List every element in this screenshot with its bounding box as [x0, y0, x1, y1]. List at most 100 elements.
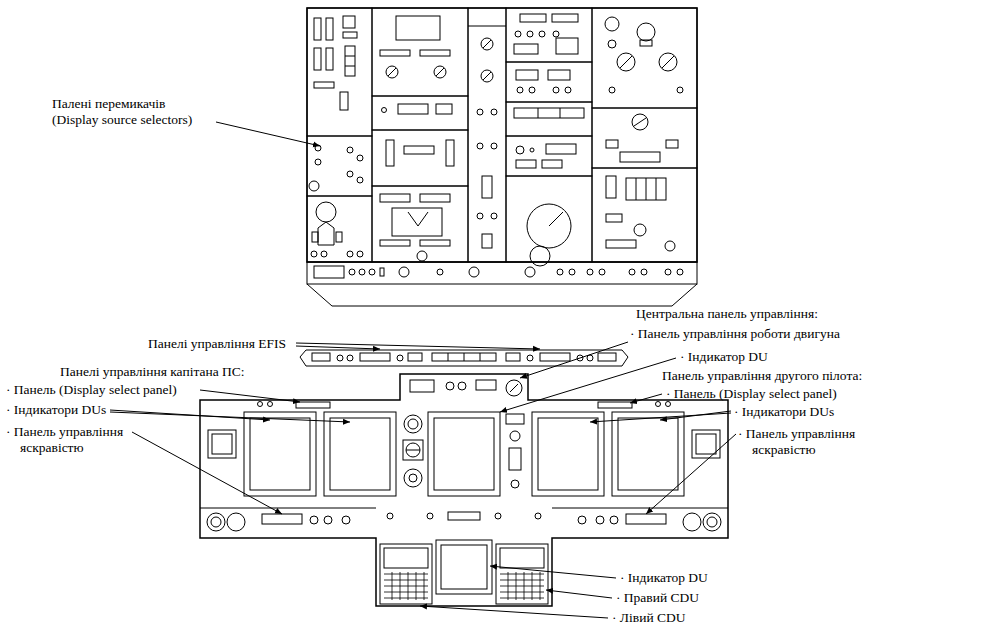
main-instrument-panel — [207, 513, 225, 531]
overhead-panel — [386, 66, 398, 78]
overhead-panel — [608, 40, 616, 48]
overhead-panel — [314, 18, 321, 40]
overhead-panel — [347, 147, 353, 153]
overhead-panel — [620, 56, 674, 68]
overhead-panel — [606, 214, 622, 222]
main-instrument-panel — [703, 513, 721, 531]
main-instrument-panel — [268, 402, 273, 407]
overhead-panel — [640, 40, 652, 46]
overhead-panel — [315, 159, 321, 165]
main-instrument-panel — [506, 380, 522, 396]
overhead-panel — [592, 8, 697, 108]
overhead-panel — [605, 17, 619, 31]
overhead-panel — [343, 16, 355, 28]
overhead-panel — [345, 46, 355, 76]
efis-panel — [464, 353, 465, 361]
efis-panel — [587, 355, 593, 361]
overhead-panel — [632, 114, 648, 130]
main-instrument-panel — [696, 434, 716, 454]
main-instrument-panel — [427, 513, 433, 519]
overhead-panel — [345, 66, 355, 67]
efis-panel — [527, 355, 533, 361]
efis-panel — [480, 353, 481, 361]
main-instrument-panel — [441, 545, 487, 589]
overhead-panel — [634, 224, 646, 236]
overhead-panel — [357, 155, 363, 161]
overhead-panel — [477, 143, 483, 149]
overhead-panel — [372, 130, 468, 186]
overhead-panel — [314, 48, 321, 70]
efis-panel — [540, 353, 570, 361]
overhead-panel — [515, 31, 521, 37]
overhead-panel — [477, 109, 483, 115]
overhead-panel — [336, 232, 342, 242]
efis-panel — [506, 353, 520, 361]
main-instrument-panel — [428, 412, 500, 496]
overhead-panel — [380, 50, 410, 56]
overhead-panel — [483, 72, 491, 80]
main-instrument-panel — [434, 418, 494, 490]
overhead-panel — [549, 212, 563, 226]
main-instrument-panel — [404, 415, 422, 433]
efis-panel — [448, 353, 449, 361]
efis-panel — [360, 353, 390, 361]
main-instrument-panel — [262, 514, 302, 524]
leader-lines — [630, 394, 662, 403]
main-instrument-panel — [200, 374, 728, 606]
overhead-panel — [482, 234, 492, 248]
overhead-panel — [359, 269, 365, 275]
overhead-panel — [539, 31, 545, 37]
main-instrument-panel — [618, 418, 678, 490]
leader-lines — [420, 606, 608, 618]
overhead-panel — [420, 240, 450, 246]
overhead-panel — [481, 38, 493, 50]
main-instrument-panel — [692, 430, 720, 458]
overhead-panel — [529, 87, 535, 93]
overhead-panel — [548, 70, 570, 80]
overhead-panel — [436, 68, 444, 76]
overhead-panel — [307, 196, 372, 262]
main-instrument-panel — [330, 418, 390, 490]
main-instrument-panel — [495, 513, 501, 519]
efis-panel — [408, 353, 422, 361]
main-instrument-panel — [200, 374, 728, 606]
overhead-panel — [587, 269, 593, 275]
overhead-panel — [553, 31, 559, 37]
main-instrument-panel — [610, 516, 618, 524]
overhead-panel — [372, 8, 468, 96]
overhead-panel — [347, 251, 353, 257]
overhead-panel — [372, 96, 468, 130]
main-instrument-panel — [538, 418, 598, 490]
main-instrument-panel — [387, 513, 393, 519]
main-instrument-panel — [410, 380, 434, 392]
main-instrument-panel — [511, 480, 519, 488]
main-instrument-panel — [403, 440, 423, 460]
overhead-panel — [609, 87, 615, 93]
main-instrument-panel — [666, 402, 671, 407]
cdu-keypad — [500, 572, 544, 600]
overhead-panel — [637, 23, 655, 41]
overhead-panel — [369, 269, 375, 275]
overhead-panel — [483, 40, 491, 48]
main-instrument-panel — [408, 419, 418, 429]
main-instrument-panel — [458, 382, 466, 390]
overhead-panel — [606, 176, 616, 198]
leader-lines — [490, 566, 616, 578]
overhead-panel — [626, 178, 666, 200]
leader-lines — [132, 432, 282, 514]
overhead-panel — [599, 269, 605, 275]
overhead-panel — [560, 108, 561, 118]
main-instrument-panel — [656, 402, 661, 407]
overhead-panel — [677, 87, 683, 93]
overhead-panel — [318, 222, 334, 245]
efis-panel — [397, 355, 403, 361]
callout-label: Палені перемикачів (Display source selec… — [52, 96, 212, 128]
overhead-panel — [340, 92, 348, 110]
overhead-panel — [307, 8, 372, 136]
overhead-panel — [506, 102, 592, 136]
overhead-panel — [408, 212, 428, 226]
overhead-panel — [553, 87, 559, 93]
callout-label: Панелі управління EFIS — [148, 336, 286, 352]
main-instrument-panel — [296, 402, 330, 408]
overhead-panel — [530, 246, 550, 266]
